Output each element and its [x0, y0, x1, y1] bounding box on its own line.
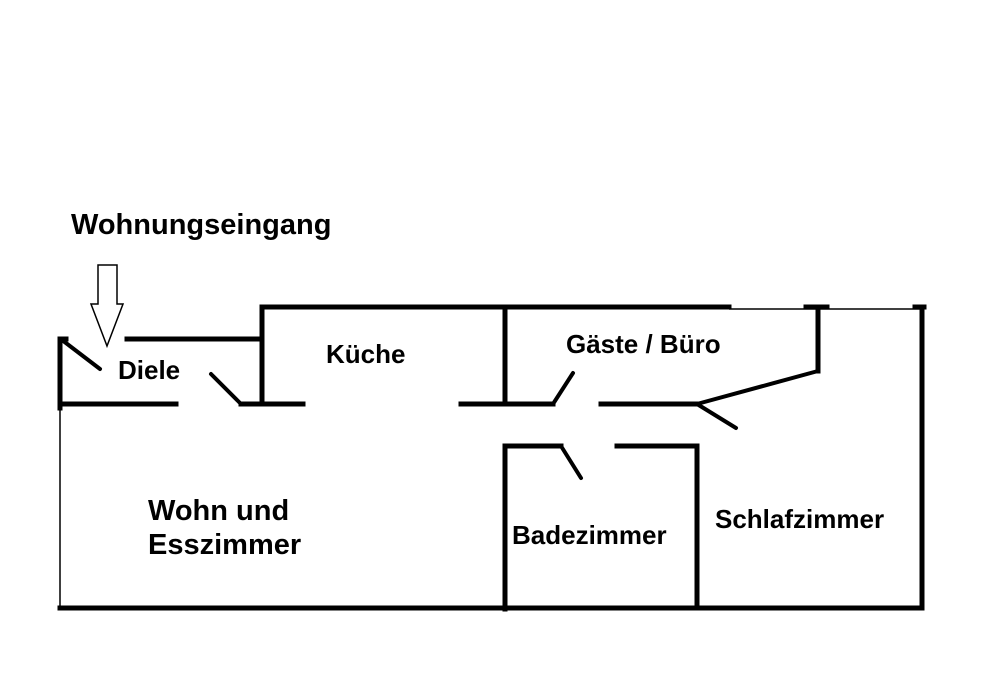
down-arrow-icon: [89, 264, 125, 349]
room-label-wohn-esszimmer: Wohn und Esszimmer: [148, 494, 301, 562]
thin-lines: [59, 308, 922, 608]
room-label-gaeste-buero: Gäste / Büro: [566, 329, 721, 359]
door-bath: [559, 444, 583, 480]
room-label-wohn-line2: Esszimmer: [148, 529, 302, 561]
door-entrance: [60, 338, 102, 371]
entrance-label: Wohnungseingang: [71, 209, 332, 241]
room-label-diele: Diele: [118, 355, 181, 385]
walls: [57, 304, 927, 612]
door-diele: [209, 372, 243, 406]
doors: [60, 338, 820, 480]
door-bedroom-b: [695, 402, 738, 430]
door-gaeste: [551, 371, 575, 406]
room-label-wohn-line1: Wohn und: [148, 495, 290, 527]
room-label-kueche: Küche: [326, 339, 406, 369]
door-bedroom-a: [695, 369, 820, 406]
room-label-badezimmer: Badezimmer: [512, 520, 667, 550]
room-label-schlafzimmer: Schlafzimmer: [715, 504, 885, 534]
